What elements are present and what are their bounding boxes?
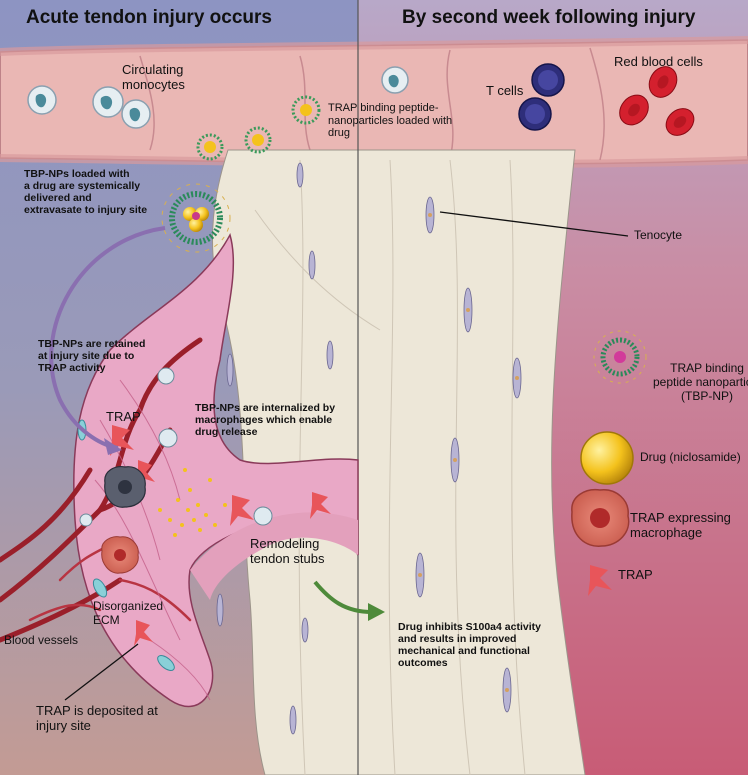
drug-release-dots	[158, 468, 227, 537]
red-blood-cells-label: Red blood cells	[614, 54, 703, 69]
tendon-body	[212, 149, 586, 775]
large-nanoparticle	[161, 183, 231, 253]
circulating-monocytes-label: Circulating monocytes	[122, 62, 185, 92]
tenocyte-label: Tenocyte	[634, 228, 683, 242]
legend-trap-icon	[588, 565, 612, 596]
t-cells	[518, 63, 565, 131]
trap-label: TRAP	[106, 409, 141, 424]
legend-drug-label: Drug (niclosamide)	[640, 450, 741, 464]
tbp-delivered-label: TBP-NPs loaded with a drug are systemica…	[24, 168, 148, 217]
left-heading: Acute tendon injury occurs	[26, 7, 272, 28]
monocytes	[27, 66, 409, 129]
pointer-lines	[64, 211, 629, 701]
right-heading: By second week following injury	[402, 7, 696, 28]
legend-nanoparticle-icon	[593, 330, 647, 384]
outcome-arrow	[313, 580, 373, 614]
remodeling-label: Remodeling tendon stubs	[250, 536, 325, 566]
legend-macrophage-icon	[571, 488, 630, 547]
delivery-arrow	[49, 226, 166, 450]
legend-macrophage-label: TRAP expressing macrophage	[630, 510, 731, 540]
trap-binding-nps-label: TRAP binding peptide- nanoparticles load…	[328, 102, 453, 140]
tbp-retained-label: TBP-NPs are retained at injury site due …	[38, 338, 146, 375]
legend-nanoparticle-label: TRAP binding peptide nanoparticle (TBP-N…	[653, 361, 748, 403]
legend-drug-icon	[580, 431, 634, 485]
trap-deposited-label: TRAP is deposited at injury site	[36, 703, 158, 733]
tbp-internalized-label: TBP-NPs are internalized by macrophages …	[195, 402, 336, 439]
legend-trap-label: TRAP	[618, 567, 653, 582]
disorganized-ecm-label: Disorganized ECM	[93, 599, 164, 627]
macrophages-in-injury	[101, 466, 146, 574]
nanoparticles-in-vessel	[196, 95, 321, 161]
blood-vessels-label: Blood vessels	[4, 633, 79, 647]
t-cells-label: T cells	[486, 83, 524, 98]
red-blood-cells	[619, 66, 695, 136]
drug-inhibits-label: Drug inhibits S100a4 activity and result…	[398, 621, 541, 670]
